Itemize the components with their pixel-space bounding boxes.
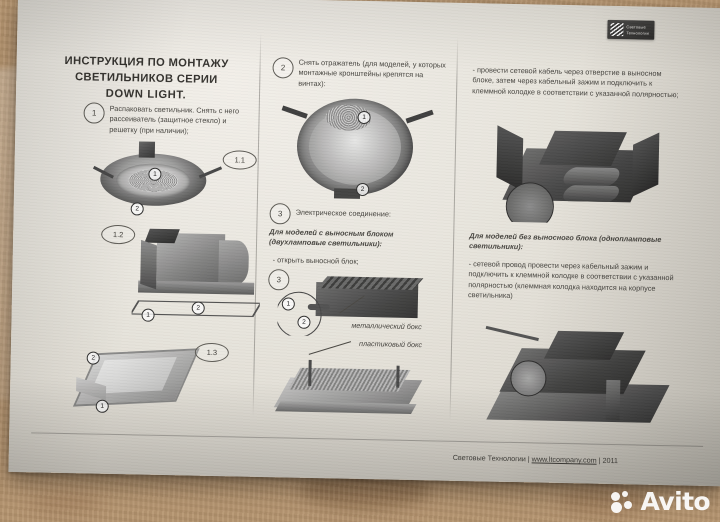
label-metal-box: металлический бокс [351, 320, 422, 332]
footer-sep-1: | [527, 454, 530, 464]
avito-wordmark: Avito [640, 487, 711, 516]
logo-stripes-icon [610, 22, 624, 37]
step-1-digit: 1 [91, 108, 97, 118]
step-2-text: Снять отражатель (для моделей, у которых… [298, 57, 446, 88]
step-1-text: Распаковать светильник. Снять с него рас… [109, 103, 240, 136]
step-number-3: 3 [269, 203, 291, 225]
step-2-digit: 2 [280, 63, 286, 73]
title-line-1: ИНСТРУКЦИЯ ПО МОНТАЖУ [64, 54, 229, 71]
label-plastic-box: пластиковый бокс [358, 338, 423, 350]
column-left: ИНСТРУКЦИЯ ПО МОНТАЖУ СВЕТИЛЬНИКОВ СЕРИИ… [32, 0, 262, 477]
step-number-2: 2 [272, 57, 294, 79]
column-divider [449, 36, 459, 421]
step-number-1: 1 [83, 102, 105, 124]
title-line-2: СВЕТИЛЬНИКОВ СЕРИИ [74, 71, 218, 87]
figure-diffuser-grille: 2 1 [71, 337, 205, 422]
instruction-page: ИНСТРУКЦИЯ ПО МОНТАЖУ СВЕТИЛЬНИКОВ СЕРИИ… [8, 0, 720, 486]
middle-subheading: Для моделей с выносным блоком (двухлампо… [268, 227, 394, 249]
cardboard-stain [30, 492, 100, 514]
step-3-digit: 3 [277, 209, 283, 219]
column-right: Световые Технологии - провести сетевой к… [458, 3, 712, 486]
right-bullet-remote-block: - провести сетевой кабель через отверсти… [472, 65, 679, 99]
footer-year: 2011 [602, 455, 619, 466]
figure-callout-2: 2 [130, 202, 144, 216]
figure-plastic-box [267, 357, 436, 426]
column-middle: 2 Снять отражатель (для моделей, у котор… [260, 0, 452, 481]
figure-callout-1: 1 [141, 308, 155, 322]
instruction-sheet: ИНСТРУКЦИЯ ПО МОНТАЖУ СВЕТИЛЬНИКОВ СЕРИИ… [8, 0, 720, 487]
leader-line [308, 341, 352, 355]
middle-bullet-open-block: - открыть выносной блок; [272, 255, 359, 266]
footer-sep-2: | [598, 455, 601, 465]
avito-watermark: Avito [610, 487, 711, 516]
avito-dots-icon [610, 490, 636, 513]
reflector-callout-2: 2 [356, 182, 370, 197]
right-bullet-direct: - сетевой провод провести через кабельны… [467, 259, 674, 301]
footer-company: Световые Технологии [452, 452, 526, 464]
figure-downlight-ring: 1 2 [76, 138, 236, 219]
figure-remote-ballast-block [480, 121, 678, 226]
brand-logo: Световые Технологии [607, 19, 655, 40]
step-3-text: Электрическое соединение: [295, 207, 392, 219]
figure-luminaire-terminal-block [475, 325, 677, 435]
figure-luminaire-housing: 1 2 [131, 224, 262, 331]
title-line-3: DOWN LIGHT. [105, 88, 187, 102]
footer-url[interactable]: www.ltcompany.com [531, 454, 597, 465]
figure-callout-1: 1 [95, 399, 109, 413]
figure-reflector: 1 2 [278, 91, 436, 204]
figure-label-1-3: 1.3 [194, 342, 230, 363]
right-subheading: Для моделей без выносного блока (однопла… [468, 231, 662, 252]
figure-label-1-1: 1.1 [222, 150, 257, 170]
page-title: ИНСТРУКЦИЯ ПО МОНТАЖУ СВЕТИЛЬНИКОВ СЕРИИ… [46, 53, 247, 106]
logo-text: Световые Технологии [626, 24, 650, 36]
figure-label-1-2: 1.2 [101, 224, 136, 245]
